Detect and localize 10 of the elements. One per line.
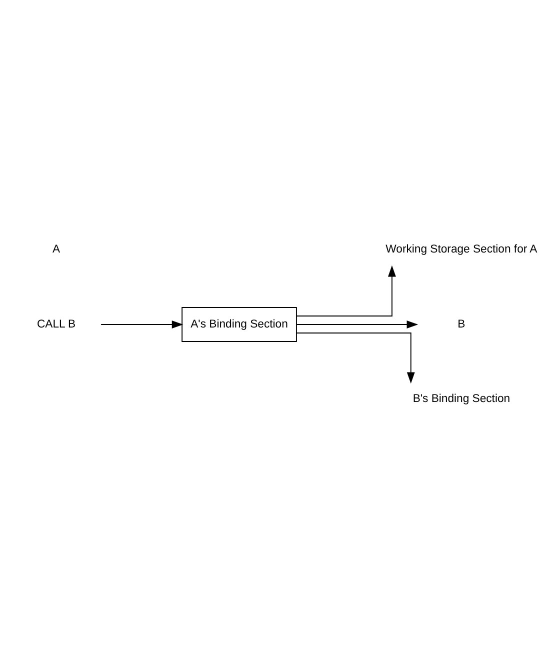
node-text: B's Binding Section bbox=[412, 393, 510, 406]
label: A bbox=[52, 244, 60, 256]
arrow bbox=[296, 265, 396, 316]
node-text: Working Storage Section for A bbox=[386, 244, 538, 256]
node-box: A's Binding Section bbox=[182, 307, 297, 342]
arrow bbox=[296, 320, 418, 328]
node-text: B bbox=[458, 318, 466, 330]
arrow bbox=[296, 332, 415, 384]
node-text: CALL B bbox=[36, 318, 76, 330]
arrow bbox=[100, 320, 184, 328]
